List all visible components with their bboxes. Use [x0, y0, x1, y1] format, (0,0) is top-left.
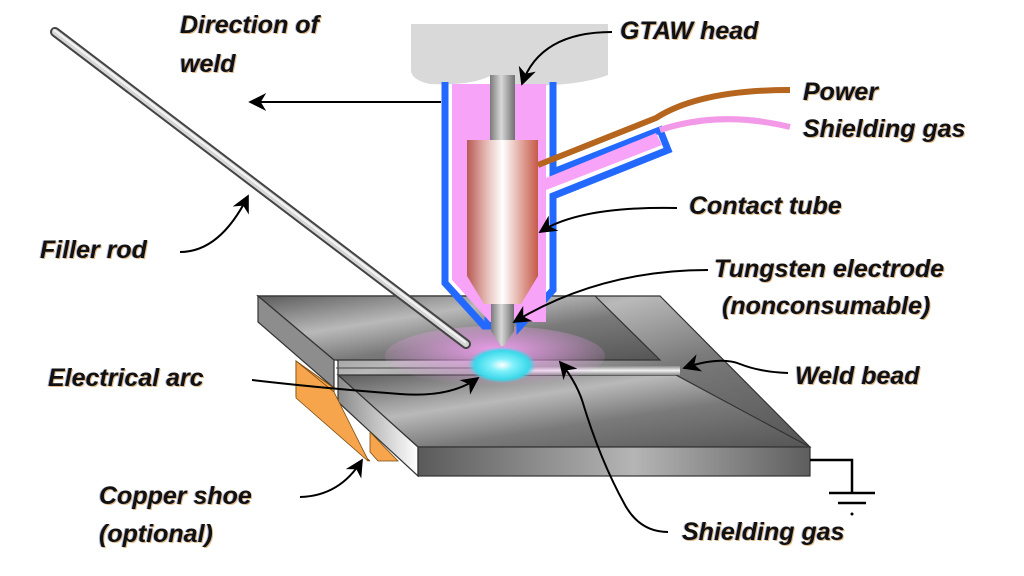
label-copper-shoe-1: Copper shoe: [99, 482, 252, 510]
gtaw-head-leader: [518, 31, 613, 86]
filler-rod-leader: [179, 194, 249, 253]
label-filler-rod: Filler rod: [40, 236, 147, 264]
shielding-gas-leader: [558, 360, 669, 533]
label-direction-of-weld-1: Direction of: [180, 11, 319, 39]
label-tungsten-electrode-1: Tungsten electrode: [714, 255, 945, 283]
ground-symbol: [810, 458, 875, 516]
label-contact-tube: Contact tube: [689, 192, 842, 220]
contact-tube: [467, 140, 538, 304]
electrical-arc: [468, 347, 536, 383]
filler-rod: [50, 27, 471, 349]
label-weld-bead: Weld bead: [795, 362, 920, 390]
weld-bead-leader: [682, 354, 789, 374]
gtaw-head: [411, 24, 608, 86]
workpiece: [256, 294, 812, 478]
label-electrical-arc: Electrical arc: [48, 364, 204, 392]
label-direction-of-weld-2: weld: [180, 50, 236, 78]
tungsten-electrode: [491, 304, 514, 346]
label-shielding-gas-supply: Shielding gas: [803, 115, 966, 143]
electrode-upper: [490, 75, 515, 140]
label-power: Power: [803, 78, 879, 106]
shielding-gas-hose: [659, 116, 791, 133]
workpiece-front-face: [417, 446, 811, 477]
label-gtaw-head: GTAW head: [620, 17, 759, 45]
label-tungsten-electrode-2: (nonconsumable): [722, 292, 931, 320]
power-cable: [536, 87, 791, 168]
copper-shoe-leader: [299, 458, 363, 498]
tungsten-electrode-leader: [512, 269, 709, 323]
label-shielding-gas-region: Shielding gas: [682, 518, 845, 546]
label-copper-shoe-2: (optional): [99, 520, 213, 548]
electrical-arc-leader: [251, 376, 480, 396]
contact-tube-leader: [538, 206, 678, 233]
leader-lines: [179, 31, 789, 533]
